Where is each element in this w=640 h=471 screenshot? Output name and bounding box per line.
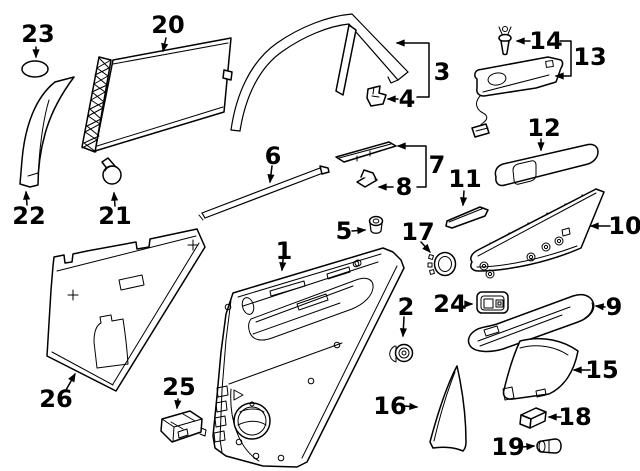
callout-18[interactable]: 18: [547, 403, 592, 431]
callout-7[interactable]: 7: [396, 142, 446, 188]
callout-24[interactable]: 24: [433, 290, 474, 318]
callout-8[interactable]: 8: [377, 173, 413, 201]
part-grommet: [368, 215, 384, 234]
part-window-switch: [476, 291, 509, 314]
part-bulb-socket: [498, 26, 512, 56]
callout-15[interactable]: 15: [572, 356, 619, 384]
callout-6-label: 6: [265, 142, 282, 170]
callout-19-arrow: [521, 443, 536, 451]
part-water-shield: [46, 228, 206, 392]
callout-16-label: 16: [373, 392, 406, 420]
part-switch-bezel: [160, 410, 207, 443]
parts-artwork: [19, 13, 605, 468]
callout-15-label: 15: [585, 356, 618, 384]
callout-26[interactable]: 26: [39, 372, 76, 413]
callout-1-label: 1: [276, 237, 293, 265]
callout-13-bracket: [554, 40, 572, 80]
callout-25[interactable]: 25: [162, 373, 196, 410]
callout-12[interactable]: 12: [527, 114, 561, 152]
callout-11[interactable]: 11: [448, 165, 482, 207]
callout-3[interactable]: 3: [395, 39, 451, 98]
callout-9[interactable]: 9: [594, 293, 623, 321]
part-door-trim-panel: [212, 247, 405, 468]
part-armrest: [467, 293, 595, 353]
callout-17-arrow: [420, 241, 431, 254]
callout-9-arrow: [594, 303, 606, 311]
callouts: 1 2 3 4 5 6 7 8: [12, 11, 640, 461]
callout-2-arrow: [399, 316, 407, 338]
callout-22-label: 22: [12, 202, 45, 230]
callout-4[interactable]: 4: [386, 85, 416, 113]
part-lamp-housing: [519, 407, 547, 429]
part-panel-fastener: [389, 343, 414, 363]
callout-21-arrow: [110, 191, 119, 207]
callout-18-label: 18: [558, 403, 591, 431]
part-bulb: [536, 438, 562, 454]
callout-2[interactable]: 2: [398, 293, 415, 338]
callout-6[interactable]: 6: [265, 142, 282, 184]
callout-21-label: 21: [98, 202, 131, 230]
callout-13-label: 13: [573, 43, 606, 71]
callout-1[interactable]: 1: [276, 237, 293, 272]
part-corner-trim: [429, 365, 467, 452]
callout-21[interactable]: 21: [98, 191, 132, 230]
part-upper-panel-trim: [470, 188, 605, 279]
callout-22[interactable]: 22: [12, 190, 46, 230]
callout-22-arrow: [22, 190, 31, 206]
callout-20-arrow: [161, 37, 169, 53]
callout-17[interactable]: 17: [401, 218, 435, 254]
callout-8-label: 8: [396, 173, 413, 201]
part-frame-clip: [366, 85, 387, 107]
callout-14[interactable]: 14: [515, 27, 563, 55]
callout-24-label: 24: [433, 290, 466, 318]
callout-10[interactable]: 10: [589, 212, 640, 240]
callout-9-label: 9: [606, 293, 623, 321]
callout-11-label: 11: [448, 165, 481, 193]
callout-16-arrow: [403, 402, 419, 411]
callout-26-label: 26: [39, 385, 72, 413]
callout-2-label: 2: [398, 293, 415, 321]
part-sunshade: [81, 37, 233, 153]
part-channel-strip: [335, 141, 397, 163]
callout-23[interactable]: 23: [21, 20, 55, 59]
callout-11-arrow: [459, 190, 468, 207]
part-belt-weatherstrip: [198, 165, 330, 221]
callout-25-label: 25: [162, 373, 195, 401]
callout-5-arrow: [351, 226, 367, 235]
callout-20[interactable]: 20: [151, 11, 185, 53]
callout-4-label: 4: [399, 85, 416, 113]
part-pocket-trim: [502, 337, 579, 401]
callout-14-label: 14: [529, 27, 562, 55]
callout-12-label: 12: [527, 114, 560, 142]
callout-7-bracket: [396, 142, 427, 188]
part-oval-seal: [21, 60, 49, 78]
part-bolt: [101, 157, 122, 185]
part-window-frame-molding: [230, 13, 409, 132]
callout-1-arrow: [279, 249, 287, 272]
part-small-trim-strip: [445, 206, 489, 229]
callout-13[interactable]: 13: [554, 40, 607, 80]
callout-23-label: 23: [21, 20, 54, 48]
callout-10-label: 10: [608, 212, 640, 240]
callout-25-arrow: [174, 398, 182, 410]
callout-3-label: 3: [434, 58, 451, 86]
callout-19-label: 19: [491, 433, 524, 461]
part-pillar-trim: [19, 76, 75, 188]
callout-26-arrow: [65, 372, 76, 391]
callout-17-label: 17: [401, 218, 434, 246]
part-channel-clip: [356, 169, 378, 188]
callout-3-bracket: [395, 39, 430, 98]
callout-6-arrow: [267, 165, 275, 184]
part-inside-door-handle: [471, 56, 564, 138]
part-tweeter-speaker: [427, 251, 457, 277]
part-upper-trim-strip: [494, 143, 599, 187]
callout-16[interactable]: 16: [373, 392, 419, 420]
callout-19[interactable]: 19: [491, 433, 536, 461]
callout-7-label: 7: [429, 151, 446, 179]
callout-5[interactable]: 5: [336, 217, 367, 245]
callout-20-label: 20: [151, 11, 184, 39]
callout-5-label: 5: [336, 217, 353, 245]
